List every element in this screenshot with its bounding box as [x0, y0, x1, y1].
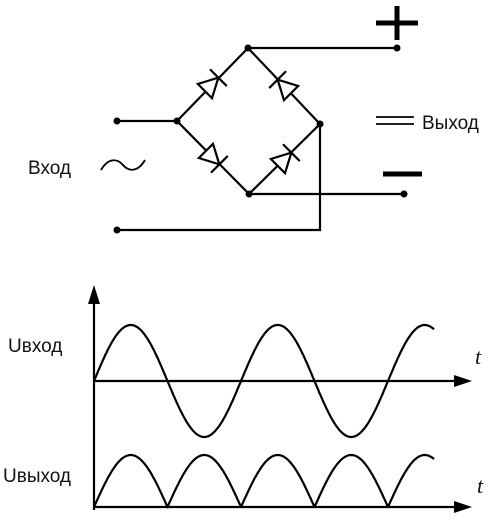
- diode-top-left-icon: [195, 68, 228, 101]
- wire-input-bottom: [115, 122, 322, 232]
- input-voltage-label: Uвход: [8, 336, 62, 357]
- diode-top-right-icon: [268, 70, 301, 103]
- plus-sign-icon: [376, 6, 418, 40]
- output-label: Выход: [422, 113, 479, 134]
- waveform-axes: [92, 298, 460, 510]
- node-left: [173, 117, 181, 125]
- y-axis-arrow-icon: [88, 285, 100, 304]
- input-sine-wave: [92, 323, 435, 439]
- input-label: Вход: [28, 158, 71, 179]
- node-top: [244, 44, 252, 52]
- node-right: [316, 120, 324, 128]
- time-label-input: t: [475, 344, 482, 369]
- terminal-output-top: [393, 44, 401, 52]
- circuit-nodes: [113, 44, 408, 234]
- terminal-output-bottom: [400, 190, 408, 198]
- time-label-output: t: [477, 473, 484, 498]
- x-axis-input-arrow-icon: [454, 375, 472, 387]
- output-voltage-label: Uвыход: [3, 466, 71, 487]
- node-bottom: [245, 190, 253, 198]
- axis-arrowheads: [88, 285, 472, 513]
- output-rectified-wave: [92, 453, 435, 509]
- diode-bottom-left-icon: [196, 141, 229, 174]
- ac-tilde-icon: [100, 159, 146, 171]
- x-axis-output-arrow-icon: [454, 501, 472, 513]
- terminal-input-bottom: [113, 226, 121, 234]
- bridge-circuit: [115, 46, 406, 232]
- dc-equals-icon: [376, 116, 414, 125]
- terminal-input-top: [113, 117, 121, 125]
- diode-bottom-right-icon: [268, 143, 301, 176]
